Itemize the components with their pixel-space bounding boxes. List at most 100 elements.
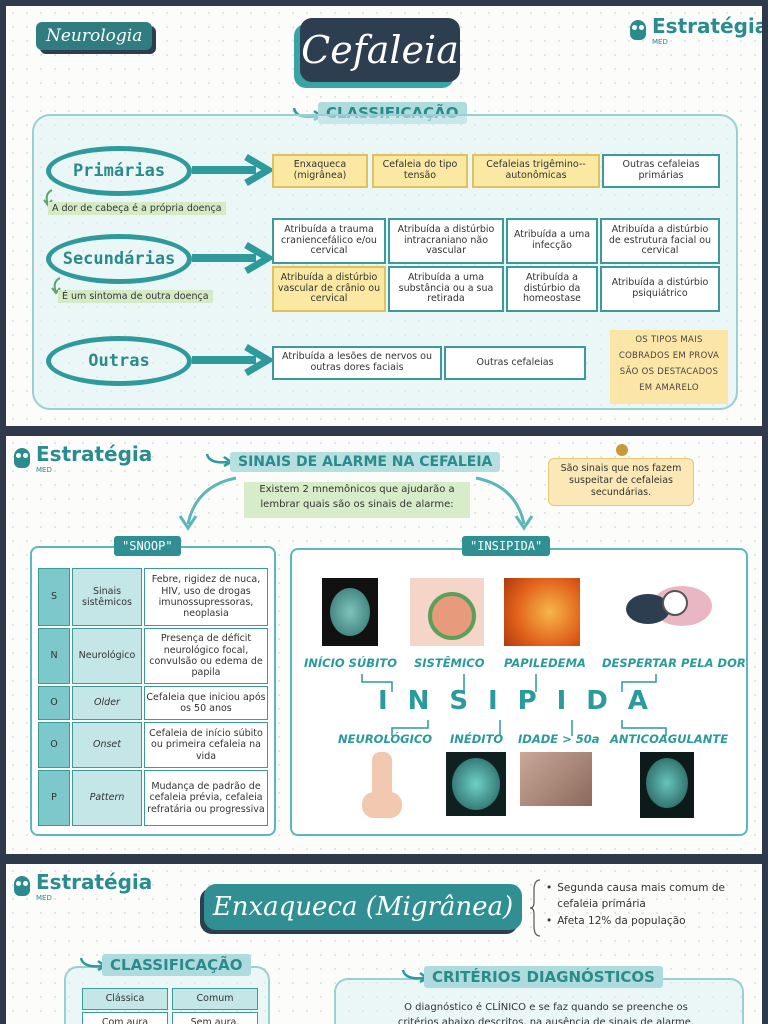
brand-sub: MED [36, 466, 52, 474]
brand-logo: Estratégia MED [14, 870, 152, 902]
outras-item-1: Atribuída a lesões de nervos ou outras d… [272, 346, 442, 380]
insipida-title: "INSIPIDA" [462, 536, 551, 556]
insipida-letter: N [407, 686, 430, 716]
note-line: SÃO OS DESTACADOS [619, 367, 719, 378]
brand-name: Estratégia [36, 870, 153, 894]
return-arrow-icon [51, 277, 61, 295]
label-anticoagulante: ANTICOAGULANTE [610, 732, 729, 746]
arrow-right-icon [192, 242, 272, 274]
intro-text: Existem 2 mnemônicos que ajudarão a lemb… [244, 482, 470, 518]
enxaqueca-title: Enxaqueca (Migrânea) [204, 884, 522, 930]
brand-logo: Estratégia MED [14, 442, 152, 474]
arrow-right-icon [192, 344, 272, 376]
snoop-name: Sinais sistêmicos [72, 568, 142, 626]
label-inicio-subito: INÍCIO SÚBITO [304, 656, 397, 670]
branch-arrows-icon [178, 476, 534, 531]
snoop-desc: Febre, rigidez de nuca, HIV, uso de drog… [144, 568, 268, 626]
highlight-note: OS TIPOS MAIS COBRADOS EM PROVA SÃO OS D… [610, 330, 728, 404]
outras-ellipse: Outras [46, 336, 192, 386]
mri-image [446, 752, 506, 816]
pin-icon [616, 444, 628, 456]
snoop-letter: N [38, 628, 70, 684]
label-sistemico: SISTÊMICO [414, 656, 485, 670]
table-header: Clássica [82, 988, 168, 1010]
snoop-name: Neurológico [72, 628, 142, 684]
connector-lines [361, 674, 667, 736]
secundaria-item-8: Atribuída a distúrbio psiquiátrico [600, 266, 720, 312]
bullet-item: Afeta 12% da população [557, 914, 686, 927]
brand-logo: Estratégia MED [630, 14, 762, 46]
brand-sub: MED [652, 38, 668, 46]
snoop-letter: P [38, 770, 70, 826]
brand-sub: MED [36, 894, 52, 902]
snoop-letter: O [38, 722, 70, 768]
secundaria-item-2: Atribuída a distúrbio intracraniano não … [388, 218, 504, 264]
arrow-right-icon [192, 154, 272, 186]
panel-enxaqueca: Estratégia MED Enxaqueca (Migrânea) •Seg… [6, 864, 762, 1024]
table-header: Comum [172, 988, 258, 1010]
section-classificacao: CLASSIFICAÇÃO [102, 954, 251, 976]
snoop-letter: S [38, 568, 70, 626]
insipida-letter: I [488, 686, 498, 716]
owl-icon [14, 876, 30, 896]
section-sinais-alarme: SINAIS DE ALARME NA CEFALEIA [230, 452, 501, 472]
panel-cefaleia-classificacao: Neurologia Cefaleia Estratégia MED CLASS… [6, 6, 762, 426]
brand-name: Estratégia [652, 14, 762, 38]
alarm-note: São sinais que nos fazem suspeitar de ce… [548, 458, 694, 506]
label-neurologico: NEUROLÓGICO [338, 732, 433, 746]
snoop-title: "SNOOP" [114, 536, 181, 556]
secundaria-item-1: Atribuída a trauma craniencefálico e/ou … [272, 218, 386, 264]
section-criterios: CRITÉRIOS DIAGNÓSTICOS [424, 966, 663, 988]
snoop-name: Older [72, 686, 142, 720]
primaria-item-2: Cefaleia do tipo tensão [372, 154, 468, 188]
neurologia-tag: Neurologia [36, 22, 153, 50]
criteria-text: O diagnóstico é CLÍNICO e se faz quando … [397, 1002, 695, 1024]
snoop-desc: Cefaleia que iniciou após os 50 anos [144, 686, 268, 720]
snoop-letter: O [38, 686, 70, 720]
fundoscopy-image [504, 578, 580, 646]
insipida-letter: I [378, 686, 388, 716]
primarias-note: A dor de cabeça é a própria doença [48, 202, 226, 215]
virus-image [410, 578, 484, 646]
secundaria-item-5: Atribuída a distúrbio vascular de crânio… [272, 266, 386, 312]
owl-icon [14, 448, 30, 468]
secundaria-item-6: Atribuída a uma substância ou a sua reti… [388, 266, 504, 312]
insipida-letter: P [517, 686, 537, 716]
snoop-name: Pattern [72, 770, 142, 826]
secundarias-note: É um sintoma de outra doença [58, 290, 213, 303]
primarias-ellipse: Primárias [46, 146, 192, 196]
ct-scan-image [322, 578, 378, 646]
label-idade: IDADE > 50a [518, 732, 600, 746]
aged-skin-image [520, 752, 592, 806]
label-papiledema: PAPILEDEMA [504, 656, 586, 670]
brain-clock-image [622, 584, 714, 634]
table-cell: Com aura [82, 1012, 168, 1024]
snoop-desc: Presença de déficit neurológico focal, c… [144, 628, 268, 684]
bullet-item: Segunda causa mais comum de cefaleia pri… [557, 882, 726, 911]
bullet-list: •Segunda causa mais comum de cefaleia pr… [546, 880, 756, 929]
brand-name: Estratégia [36, 442, 153, 466]
table-cell: Sem aura, [172, 1012, 258, 1024]
panel-sinais-alarme: Estratégia MED SINAIS DE ALARME NA CEFAL… [6, 436, 762, 854]
ct-hemorrhage-image [640, 752, 694, 818]
snoop-name: Onset [72, 722, 142, 768]
label-despertar: DESPERTAR PELA DOR [602, 656, 746, 670]
secundaria-item-3: Atribuída a uma infecção [506, 218, 598, 264]
outras-item-2: Outras cefaleias [444, 346, 586, 380]
insipida-word: I N S I P I D A [378, 686, 648, 716]
insipida-letter: I [556, 686, 567, 716]
primaria-item-1: Enxaqueca (migrânea) [272, 154, 368, 188]
insipida-letter: S [449, 686, 469, 716]
insipida-letter: A [627, 686, 648, 716]
page-title: Cefaleia [300, 18, 460, 82]
secundaria-item-4: Atribuída a distúrbio de estrutura facia… [600, 218, 720, 264]
label-inedito: INÉDITO [450, 732, 504, 746]
snoop-desc: Mudança de padrão de cefaleia prévia, ce… [144, 770, 268, 826]
foot-image [362, 752, 402, 822]
note-line: EM AMARELO [639, 383, 699, 394]
snoop-desc: Cefaleia de início súbito ou primeira ce… [144, 722, 268, 768]
secundaria-item-7: Atribuída a distúrbio da homeostase [506, 266, 598, 312]
secundarias-ellipse: Secundárias [46, 234, 192, 284]
owl-icon [630, 20, 646, 40]
primaria-item-4: Outras cefaleias primárias [602, 154, 720, 188]
